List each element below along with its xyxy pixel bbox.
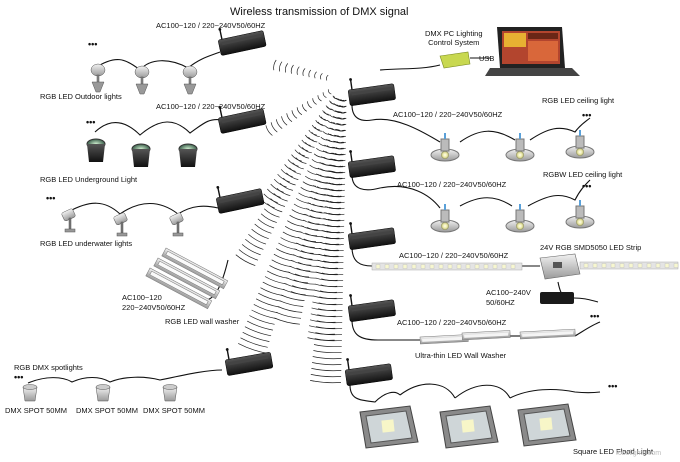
label-ceiling-rgbw: RGBW LED ceiling light [543,170,623,179]
wireless-signal-waves [235,59,347,384]
underground-light-fixtures [86,138,198,167]
label-spotlights: RGB DMX spotlights [14,363,83,372]
dmx-receiver-box [348,294,396,322]
pc-system-label: DMX PC Lighting Control System [425,30,483,46]
label-underwater-lights: RGB LED underwater lights [40,239,133,248]
dmx-receiver-box [348,78,396,106]
chain-dots-spotlights: ••• [14,372,24,382]
label-wall-washer: RGB LED wall washer [165,317,240,326]
watermark: fobolights.com [616,450,662,457]
power-label-wall-washer: AC100~120 220~240V50/60HZ [122,294,185,311]
chain-dots-ceiling-rgb: ••• [582,110,592,120]
power-label-adapter-line2: 50/60HZ [486,297,515,307]
chain-dots-outdoor: ••• [88,39,98,49]
power-label-adapter-line1: AC100~240V [486,288,531,297]
diagram-title: Wireless transmission of DMX signal [230,6,409,18]
chain-dots-underground: ••• [86,117,96,127]
label-underground-light: RGB LED Underground Light [40,175,138,184]
dmx-receiver-box [216,185,265,214]
chain-dots-washer: ••• [590,311,600,321]
power-label-adapter: AC100~240V 50/60HZ [486,289,531,306]
label-spot-1: DMX SPOT 50MM [5,406,67,415]
ultra-thin-washer-fixtures [419,328,576,345]
chain-dots-square: ••• [608,381,618,391]
dmx-cables [27,51,601,403]
label-spot-3: DMX SPOT 50MM [143,406,205,415]
underwater-light-fixtures [61,208,184,237]
ceiling-rgbw-fixtures [430,200,595,233]
power-adapter [540,292,599,304]
label-ceiling-rgb: RGB LED ceiling light [542,96,615,105]
pc-system-line2: Control System [428,37,480,47]
ceiling-rgb-fixtures [430,130,595,162]
dmx-receiver-box [218,27,267,56]
power-label-wall-washer-line2: 220~240V50/60HZ [122,302,186,312]
power-label-wall-washer-line1: AC100~120 [122,293,162,302]
strip-controller [539,253,581,280]
power-label-washer: AC100~120 / 220~240V50/60HZ [397,318,507,327]
label-outdoor-lights: RGB LED Outdoor lights [40,92,122,101]
power-label-strip: AC100~120 / 220~240V50/60HZ [399,251,509,260]
power-label-ceiling-rgbw: AC100~120 / 220~240V50/60HZ [397,180,507,189]
chain-dots-ceiling-rgbw: ••• [582,181,592,191]
power-label-outdoor: AC100~120 / 220~240V50/60HZ [156,21,266,30]
laptop-computer [485,27,580,76]
power-label-ceiling-rgb: AC100~120 / 220~240V50/60HZ [393,110,503,119]
pc-system-line1: DMX PC Lighting [425,29,483,38]
dmx-receiver-box [225,348,274,376]
usb-dmx-dongle [439,51,471,69]
dmx-receiver-box [348,150,396,178]
led-strip [371,261,679,271]
usb-label: USB [479,54,495,63]
dmx-receiver-box [218,105,267,134]
power-label-underground: AC100~120 / 220~240V50/60HZ [156,102,266,111]
label-spot-2: DMX SPOT 50MM [76,406,138,415]
dmx-receivers [216,27,396,386]
wall-washer-fixtures [145,247,229,310]
label-led-strip: 24V RGB SMD5050 LED Strip [540,243,642,252]
square-flood-light-fixtures [359,403,577,449]
dmx-receiver-box [345,358,393,386]
label-square-flood-light: Square LED Flood Light [573,447,654,456]
label-ultra-thin-washer: Ultra-thin LED Wall Washer [415,351,507,360]
dmx-receiver-box [348,222,396,250]
chain-dots-underwater: ••• [46,193,56,203]
spotlight-fixtures [22,384,178,402]
outdoor-light-fixtures [90,63,198,95]
